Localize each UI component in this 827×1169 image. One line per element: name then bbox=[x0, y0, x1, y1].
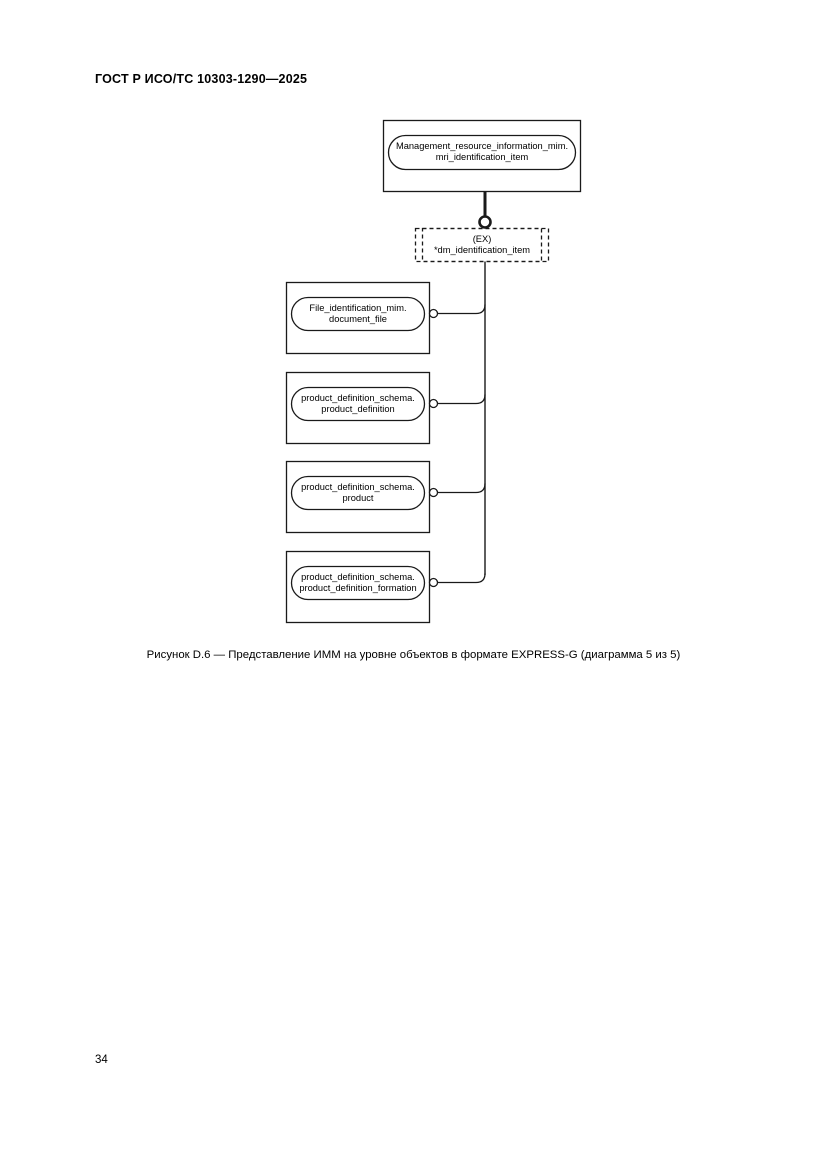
entity-label-4-line1: product_definition_schema. bbox=[301, 572, 415, 582]
select-node-inner-dashed-box bbox=[421, 227, 543, 263]
select-node-label-line1: (EX) bbox=[472, 234, 492, 244]
figure-caption: Рисунок D.6 — Представление ИММ на уровн… bbox=[146, 649, 681, 661]
entity-connector-circle-1 bbox=[428, 308, 439, 319]
entity-connector-circle-2 bbox=[428, 398, 439, 409]
entity-branch-3 bbox=[437, 483, 486, 494]
select-node-outer-dashed-box bbox=[414, 227, 550, 263]
page-header-standard-title: ГОСТ Р ИСО/ТС 10303-1290—2025 bbox=[95, 72, 308, 86]
diagram-vector-layer bbox=[285, 119, 582, 624]
entity-branch-4 bbox=[437, 573, 486, 584]
entity-branch-1 bbox=[437, 304, 486, 315]
entity-label-4-line2: product_definition_formation bbox=[299, 583, 417, 594]
entity-connector-circle-4 bbox=[428, 577, 439, 588]
entity-label-1: File_identification_mim. document_file bbox=[286, 303, 430, 326]
entity-label-2-line2: product_definition bbox=[321, 404, 395, 415]
root-schema-box bbox=[382, 119, 582, 193]
select-node-label-line2: *dm_identification_item bbox=[433, 245, 531, 256]
entity-connector-circle-3 bbox=[428, 487, 439, 498]
entity-label-3-line2: product bbox=[342, 493, 374, 504]
page-number: 34 bbox=[95, 1054, 108, 1066]
entity-label-1-line1: File_identification_mim. bbox=[309, 303, 407, 313]
entity-rounded-box-4 bbox=[290, 565, 426, 601]
root-entity-rounded-box bbox=[387, 134, 577, 171]
select-node-label: (EX) *dm_identification_item bbox=[415, 234, 549, 257]
express-g-diagram: Management_resource_information_mim. mri… bbox=[284, 119, 582, 624]
entity-rounded-box-3 bbox=[290, 475, 426, 511]
root-entity-label: Management_resource_information_mim. mri… bbox=[383, 141, 581, 164]
entity-rounded-box-2 bbox=[290, 386, 426, 422]
entity-label-3: product_definition_schema. product bbox=[286, 482, 430, 505]
entity-label-1-line2: document_file bbox=[329, 314, 387, 325]
entity-box-2 bbox=[285, 371, 431, 445]
entity-box-3 bbox=[285, 460, 431, 534]
select-connector-circle bbox=[478, 215, 492, 229]
entity-label-3-line1: product_definition_schema. bbox=[301, 482, 415, 492]
entity-box-1 bbox=[285, 281, 431, 355]
entity-label-4: product_definition_schema. product_defin… bbox=[284, 572, 432, 595]
entity-label-2-line1: product_definition_schema. bbox=[301, 393, 415, 403]
root-entity-label-line1: Management_resource_information_mim. bbox=[395, 141, 569, 151]
entity-box-4 bbox=[285, 550, 431, 624]
entity-label-2: product_definition_schema. product_defin… bbox=[286, 393, 430, 416]
entity-branch-2 bbox=[437, 394, 486, 405]
root-entity-label-line2: mri_identification_item bbox=[435, 152, 529, 163]
entity-rounded-box-1 bbox=[290, 296, 426, 332]
